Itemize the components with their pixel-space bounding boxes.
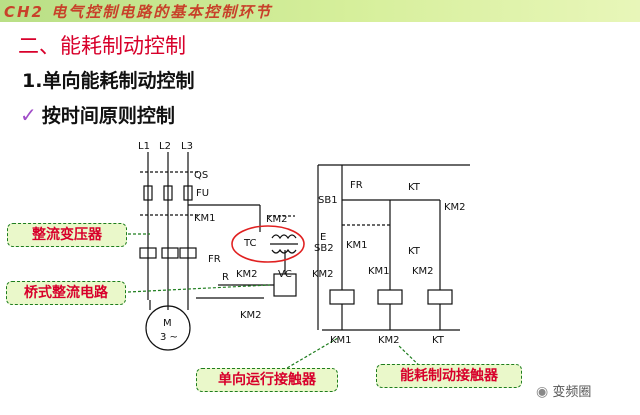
label-e: E [320, 232, 326, 243]
label-motor-m: M [163, 318, 172, 329]
coil-kt [427, 289, 453, 305]
label-kt-top: KT [408, 182, 421, 193]
label-sb2: SB2 [314, 243, 334, 254]
callout-bridge: 桥式整流电路 [6, 281, 126, 305]
pointer-run [269, 337, 339, 379]
tc-coil-top [271, 234, 297, 240]
label-sb1: SB1 [318, 195, 338, 206]
fuse-3 [183, 185, 193, 201]
label-kt-mid: KT [408, 246, 421, 257]
callout-brake-contactor: 能耗制动接触器 [376, 364, 522, 388]
check-text: 按时间原则控制 [41, 105, 175, 127]
label-km1-hold: KM1 [346, 240, 368, 251]
label-coil-kt: KT [432, 335, 445, 346]
label-l2: L2 [159, 141, 171, 152]
label-km1-interlock: KM1 [368, 266, 390, 277]
tc-coil-bottom [271, 248, 297, 254]
fuse-1 [143, 185, 153, 201]
wechat-icon: ◉ [536, 384, 549, 400]
fr-block-2 [161, 247, 179, 259]
highlight-ellipse [231, 225, 305, 263]
label-tc: TC [243, 238, 257, 249]
callout-run-contactor: 单向运行接触器 [196, 368, 338, 392]
sub-title: 1.单向能耗制动控制 [22, 70, 195, 92]
label-motor-3: 3 ~ [160, 332, 178, 343]
label-km2-mid: KM2 [236, 269, 258, 280]
label-coil-km2: KM2 [378, 335, 400, 346]
label-l3: L3 [181, 141, 193, 152]
label-km2-bottom: KM2 [240, 310, 262, 321]
label-l1: L1 [138, 141, 150, 152]
wechat-text: 变频圈 [552, 385, 592, 400]
label-km2-top-right: KM2 [444, 202, 466, 213]
label-r: R [222, 272, 229, 283]
coil-km1 [329, 289, 355, 305]
check-line: ✓ 按时间原则控制 [20, 101, 175, 128]
label-km2-left: KM2 [312, 269, 334, 280]
checkmark-icon: ✓ [20, 103, 37, 127]
slide-header-bar: CH2 电气控制电路的基本控制环节 [0, 0, 640, 22]
label-km2-main: KM2 [266, 214, 288, 225]
label-qs: QS [194, 170, 208, 181]
pointer-bridge [127, 284, 271, 293]
label-fr-main: FR [208, 254, 221, 265]
motor [145, 305, 191, 351]
coil-km2 [377, 289, 403, 305]
section-title: 二、能耗制动控制 [18, 34, 186, 58]
label-fu: FU [196, 188, 209, 199]
label-coil-km1: KM1 [330, 335, 352, 346]
label-fr-ctrl: FR [350, 180, 363, 191]
chapter-title: CH2 电气控制电路的基本控制环节 [4, 3, 273, 21]
label-km1-main: KM1 [194, 213, 216, 224]
fuse-2 [163, 185, 173, 201]
label-km2-interlock: KM2 [412, 266, 434, 277]
fr-block-3 [179, 247, 197, 259]
callout-transformer: 整流变压器 [7, 223, 127, 247]
wechat-watermark: ◉ 变频圈 [536, 381, 591, 400]
fr-block-1 [139, 247, 157, 259]
label-vc: VC [278, 269, 292, 280]
